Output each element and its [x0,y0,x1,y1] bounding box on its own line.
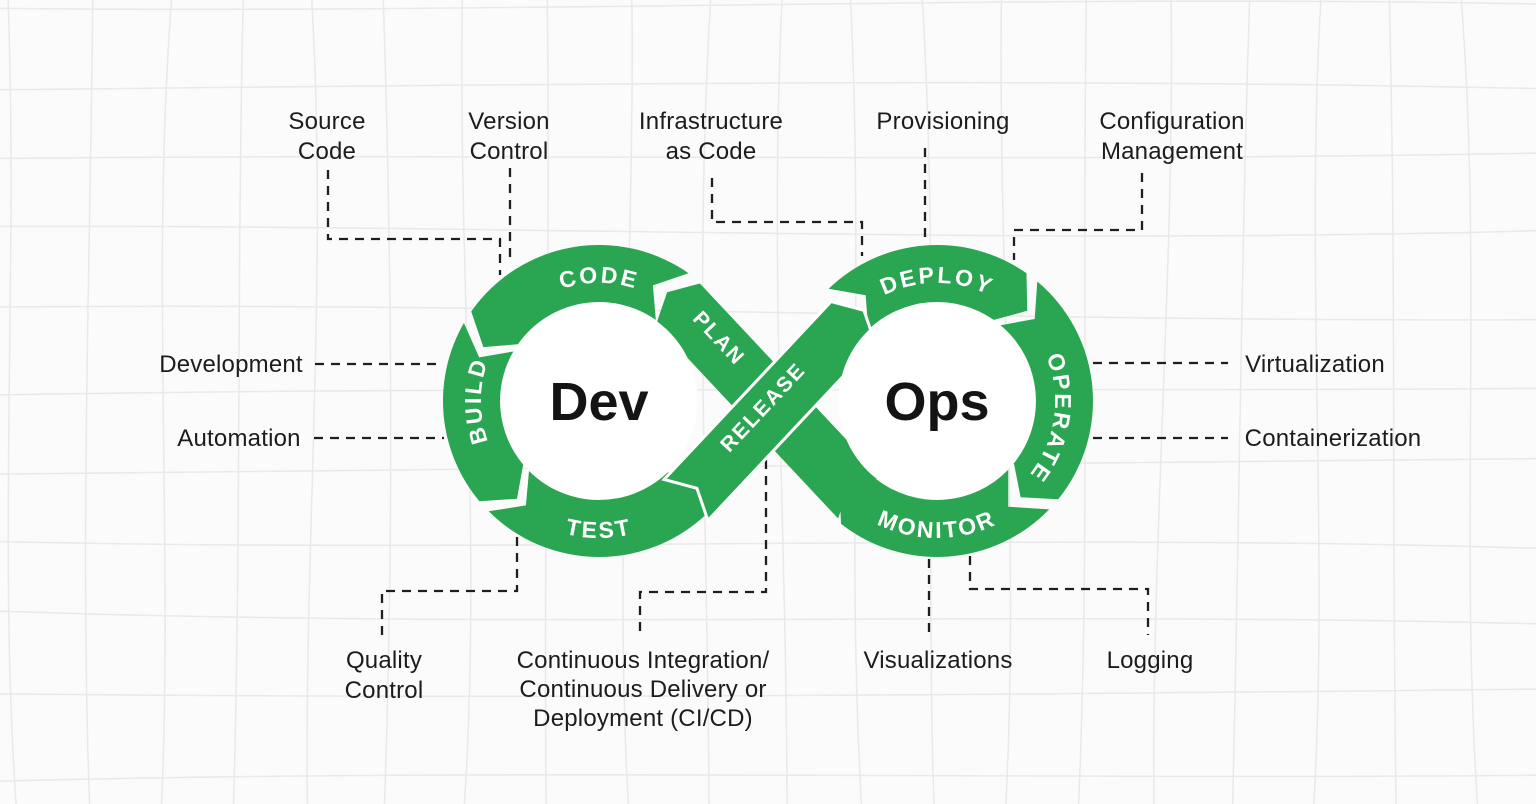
deploy-segment [828,244,1028,330]
grid-line-horizontal [0,774,1536,782]
connector-ci-cd [638,460,768,633]
operate-segment [1000,281,1094,500]
grid-line-horizontal [0,305,1536,321]
test-segment [488,471,708,557]
callout-provisioning: Provisioning [876,108,1010,135]
grid-line-vertical [1231,0,1251,804]
dev-inner-circle [500,302,698,500]
grid-line-vertical [232,0,244,804]
callout-logging: Logging [1106,647,1194,674]
grid-line-horizontal [0,610,1536,625]
ops-label: Ops [884,372,989,432]
callout-virtualization: Virtualization [1245,351,1385,378]
callout-containerization: Containerization [1244,425,1422,452]
infinity-loop [442,244,1094,557]
grid-line-vertical [306,0,319,804]
grid-line-vertical [701,0,712,804]
callout-visualizations: Visualizations [863,647,1013,674]
grid-line-horizontal [0,457,1536,475]
callout-automation: Automation [177,425,301,452]
build-segment [442,323,524,502]
test-arc-label: TEST [564,513,634,543]
callout-infrastructure-as-code: Infrastructure as Code [638,108,784,165]
callout-ci-cd: Continuous Integration/ Continuous Deliv… [516,647,770,732]
grid-line-vertical [7,0,17,804]
callout-source-code: Source Code [288,108,366,165]
grid-line-horizontal [0,688,1536,698]
grid-line-horizontal [0,0,1536,11]
ops-inner-circle [838,302,1036,500]
monitor-segment [839,469,1050,557]
grid-line-horizontal [0,225,1536,237]
callout-quality-control: Quality Control [344,647,424,704]
connector-infrastructure [710,178,864,256]
connector-source-code [326,170,502,275]
callout-version-control: Version Control [468,108,550,165]
connector-lines [314,148,1228,635]
connector-logging [968,556,1150,635]
connector-quality-control [380,537,519,635]
grid-line-vertical [1153,0,1173,804]
callout-configuration-management: Configuration Management [1099,108,1245,165]
grid-line-vertical [1388,0,1397,804]
code-segment [471,244,689,348]
grid-line-vertical [84,0,94,804]
dev-label: Dev [549,372,648,432]
grid-line-horizontal [0,152,1536,160]
callout-development: Development [159,351,303,378]
build-arc-label: BUILD [460,355,493,448]
grid-line-horizontal [0,540,1536,550]
grid-line-vertical [160,0,173,804]
grid-line-vertical [1460,0,1479,804]
build-arc-text: BUILD [460,355,490,448]
connector-config-management [1012,173,1144,260]
grid-line-horizontal [0,81,1536,91]
grid-line-vertical [1313,0,1322,804]
test-arc-text: TEST [564,513,632,543]
grid-line-vertical [382,0,392,804]
